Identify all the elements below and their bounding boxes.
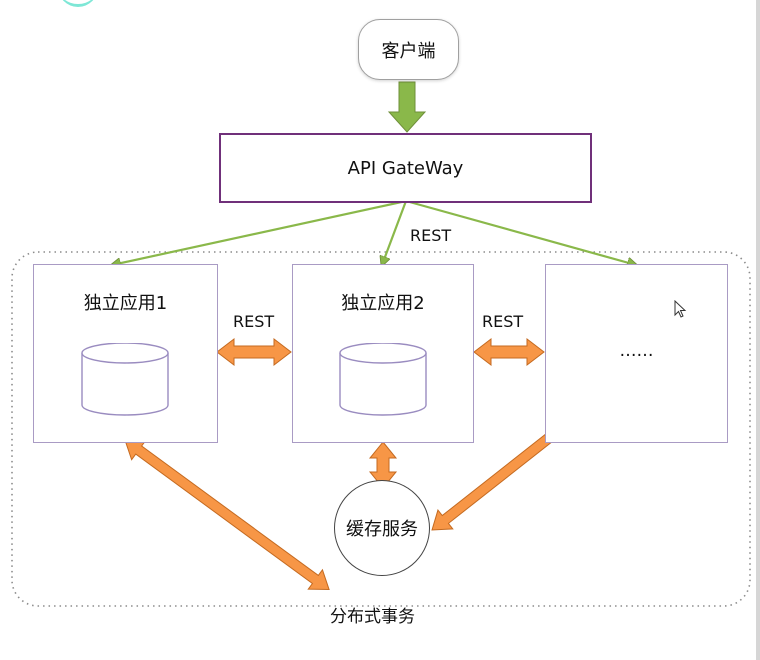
app-1-title: 独立应用1	[83, 293, 168, 314]
distributed-transaction-label: 分布式事务	[330, 607, 415, 627]
window-edge	[756, 0, 760, 660]
app-more-ellipsis: ……	[619, 341, 654, 361]
app2-app3-double-arrow	[473, 337, 545, 367]
rest-label-left: REST	[233, 312, 275, 331]
app-box-more: ……	[545, 264, 728, 443]
database-icon	[81, 343, 169, 416]
gateway-to-app1-line	[112, 199, 407, 265]
app1-app2-double-arrow	[216, 337, 292, 367]
cache-service-node: 缓存服务	[334, 480, 430, 576]
mouse-pointer-icon	[674, 300, 687, 318]
client-node: 客户端	[358, 19, 459, 80]
app-2-title: 独立应用2	[341, 293, 425, 314]
app-box-1: 独立应用1	[33, 264, 218, 443]
client-to-gateway-arrow	[387, 81, 427, 133]
gateway-to-app3-line	[405, 199, 636, 265]
cache-service-label: 缓存服务	[346, 519, 418, 540]
app1-cache-double-arrow	[124, 439, 330, 591]
database-icon	[339, 343, 427, 416]
api-gateway-box: API GateWay	[219, 133, 592, 203]
rest-label-right: REST	[482, 312, 524, 331]
api-gateway-label: API GateWay	[347, 157, 464, 179]
app-box-2: 独立应用2	[292, 264, 474, 443]
decorative-arc	[58, 0, 98, 7]
gateway-to-app2-line	[382, 200, 408, 265]
rest-label-gateway: REST	[410, 226, 452, 245]
client-label: 客户端	[381, 40, 436, 62]
